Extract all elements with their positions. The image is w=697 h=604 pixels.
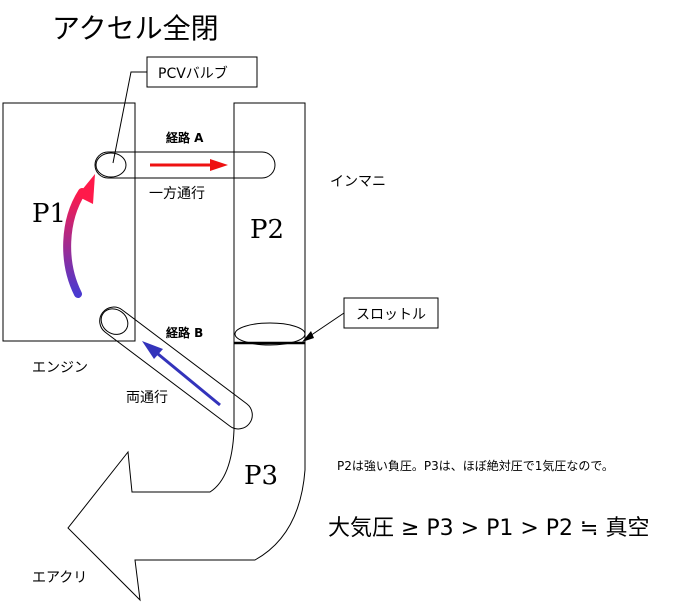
throttle-body xyxy=(234,322,306,346)
throttle-callout-box xyxy=(343,297,439,329)
route-a-label: 経路 A xyxy=(166,130,204,145)
diagram-title: アクセル全閉 xyxy=(52,12,219,45)
route-b-pipe xyxy=(99,306,253,430)
pcv-valve-leader xyxy=(112,71,147,164)
engine-box xyxy=(2,102,136,342)
air-cleaner-label: エアクリ xyxy=(32,570,87,586)
throttle-leader xyxy=(306,312,345,339)
route-b-engine-end xyxy=(100,308,129,335)
throttle-leader-arrowhead xyxy=(302,331,314,342)
route-b-arrowhead xyxy=(142,341,163,359)
p1-arrowhead xyxy=(77,174,95,204)
engine-label: エンジン xyxy=(32,360,88,376)
route-b-flow-arrow xyxy=(157,352,221,407)
p3-label: P3 xyxy=(244,461,278,491)
route-b-label: 経路 B xyxy=(166,325,203,340)
one-way-label: 一方通行 xyxy=(149,186,205,202)
p1-label: P1 xyxy=(32,199,66,229)
two-way-label: 両通行 xyxy=(126,390,168,406)
pcv-valve-end xyxy=(95,152,127,178)
p2-label: P2 xyxy=(250,215,284,245)
intake-manifold-label: インマニ xyxy=(330,174,386,190)
intake-tract-outline xyxy=(67,102,306,602)
pressure-note: P2は強い負圧。P3は、ほぼ絶対圧で1気圧なので。 xyxy=(337,458,614,473)
pcv-valve-label: PCVバルブ xyxy=(158,65,228,82)
route-a-pipe xyxy=(94,151,276,179)
p1-flow-arrow xyxy=(63,188,86,298)
pressure-relation: 大気圧 ≥ P3 > P1 > P2 ≒ 真空 xyxy=(328,516,650,541)
throttle-label: スロットル xyxy=(356,307,426,323)
route-a-arrowhead xyxy=(210,159,228,171)
